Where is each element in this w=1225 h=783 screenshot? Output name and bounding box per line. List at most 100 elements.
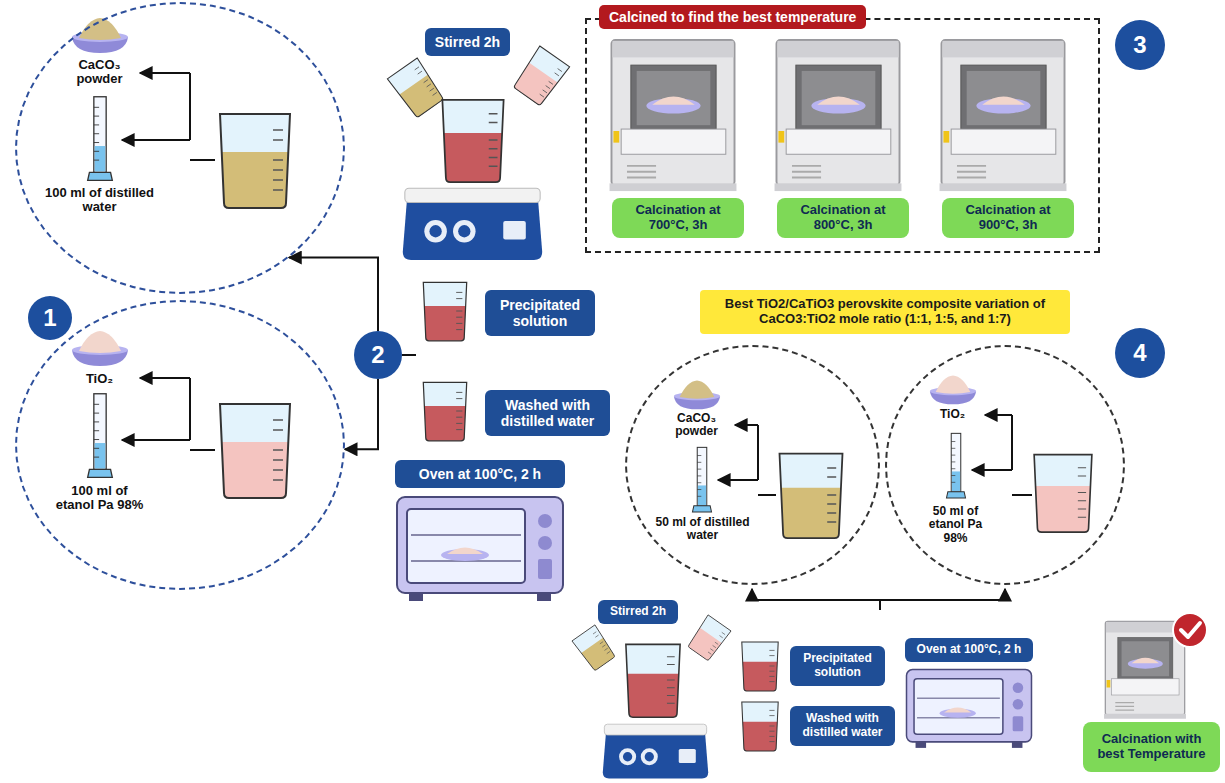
graduated-cylinder — [946, 433, 965, 498]
process-label: Washed with distilled water — [790, 706, 895, 746]
label-text: Oven at 100°C, 2 h — [419, 466, 541, 482]
beaker — [742, 642, 778, 691]
beaker — [220, 404, 290, 498]
beaker — [220, 114, 290, 208]
step-badge: 4 — [1115, 328, 1165, 378]
process-label: Washed with distilled water — [485, 390, 610, 436]
step3-furnaces — [610, 40, 1067, 191]
label-text: Calcination with best Temperature — [1089, 732, 1214, 762]
label-text: Precipitated solution — [796, 652, 879, 680]
powder-dish — [674, 380, 720, 409]
step1-bottom-equipment — [72, 331, 290, 498]
label-text: TiO₂ — [68, 372, 132, 387]
temperature-label: Calcination at 800°C, 3h — [777, 198, 909, 238]
beaker — [742, 702, 778, 751]
bracket-line — [758, 425, 776, 495]
step-badge: 2 — [354, 331, 402, 379]
bracket-arrow — [345, 379, 378, 449]
step1-top-equipment — [72, 18, 290, 208]
bracket-arrow — [289, 258, 378, 332]
graduated-cylinder — [88, 97, 113, 181]
graduated-cylinder — [88, 394, 113, 478]
sample-circle: CaCO₃ powder 50 ml of distilled water — [625, 345, 880, 585]
check-mark — [1181, 623, 1200, 637]
label-text: Calcination at 700°C, 3h — [618, 203, 738, 233]
label-text: 50 ml of etanol Pa 98% — [916, 505, 996, 546]
process-label: Oven at 100°C, 2 h — [395, 460, 565, 488]
tilted-beaker — [512, 46, 570, 107]
label-text: CaCO₃ powder — [665, 412, 729, 440]
temperature-label: Calcination with best Temperature — [1083, 722, 1220, 772]
process-label: Precipitated solution — [485, 290, 595, 336]
step-badge: 3 — [1115, 20, 1165, 70]
stub-line — [402, 354, 416, 356]
bracket-line — [190, 378, 215, 450]
muffle-furnace — [610, 40, 737, 191]
step4-equipment — [572, 375, 1207, 778]
arrow — [718, 479, 758, 481]
beaker — [780, 454, 843, 539]
arrow — [751, 589, 753, 600]
label-text: Calcination at 900°C, 3h — [948, 203, 1068, 233]
label-text: TiO₂ — [923, 408, 983, 422]
ratio-note: Best TiO2/CaTiO3 perovskite composite va… — [700, 290, 1070, 334]
label-text: Best TiO2/CaTiO3 perovskite composite va… — [706, 297, 1064, 327]
step-badge: 1 — [28, 296, 72, 340]
arrow — [122, 439, 190, 441]
arrow — [735, 424, 758, 426]
label-text: Stirred 2h — [435, 34, 500, 50]
sample-circle: TiO₂ 100 ml of etanol Pa 98% — [15, 300, 345, 590]
label-text: Oven at 100°C, 2 h — [917, 643, 1022, 657]
drying-oven — [397, 497, 563, 601]
callout-number: 2 — [371, 341, 384, 369]
label-text: Calcination at 800°C, 3h — [783, 203, 903, 233]
magnetic-stirrer — [603, 724, 708, 778]
label-text: Stirred 2h — [610, 605, 666, 619]
tilted-beaker — [572, 625, 617, 672]
tilted-beaker — [387, 58, 445, 119]
process-label: Stirred 2h — [598, 600, 678, 624]
sample-circle: CaCO₃ powder 100 ml of distilled water — [15, 2, 345, 294]
label-text: CaCO₃ powder — [68, 58, 132, 88]
process-label: Precipitated solution — [790, 646, 885, 686]
label-text: 100 ml of distilled water — [45, 186, 155, 216]
beaker — [423, 382, 466, 440]
callout-number: 3 — [1133, 31, 1146, 59]
drying-oven — [907, 670, 1032, 748]
label-text: 50 ml of distilled water — [653, 516, 753, 544]
muffle-furnace — [940, 40, 1067, 191]
temperature-label: Calcination at 700°C, 3h — [612, 198, 744, 238]
arrow — [972, 469, 1012, 471]
label-text: Washed with distilled water — [796, 712, 889, 740]
muffle-furnace — [775, 40, 902, 191]
beaker — [1034, 455, 1092, 533]
beaker — [423, 282, 466, 340]
label-text: Precipitated solution — [491, 297, 589, 329]
bracket-line — [190, 73, 215, 160]
powder-dish — [72, 331, 128, 366]
label-text: 100 ml of etanol Pa 98% — [55, 484, 145, 514]
beaker — [626, 644, 680, 717]
arrow — [140, 72, 190, 74]
tilted-beaker — [687, 615, 732, 662]
arrow — [1004, 589, 1006, 600]
graduated-cylinder — [692, 447, 711, 512]
process-label: Oven at 100°C, 2 h — [905, 638, 1033, 662]
callout-number: 1 — [43, 304, 56, 332]
powder-dish — [72, 18, 128, 53]
callout-number: 4 — [1133, 339, 1146, 367]
bracket-line — [752, 600, 1005, 610]
check-badge — [1173, 613, 1207, 647]
bracket-line — [1012, 415, 1032, 495]
sample-circle: TiO₂ 50 ml of etanol Pa 98% — [885, 345, 1125, 585]
arrow — [140, 377, 190, 379]
label-text: Washed with distilled water — [491, 397, 604, 429]
powder-dish — [930, 375, 976, 404]
arrow — [122, 139, 190, 141]
arrow — [985, 414, 1012, 416]
beaker — [442, 100, 503, 182]
magnetic-stirrer — [403, 188, 542, 260]
